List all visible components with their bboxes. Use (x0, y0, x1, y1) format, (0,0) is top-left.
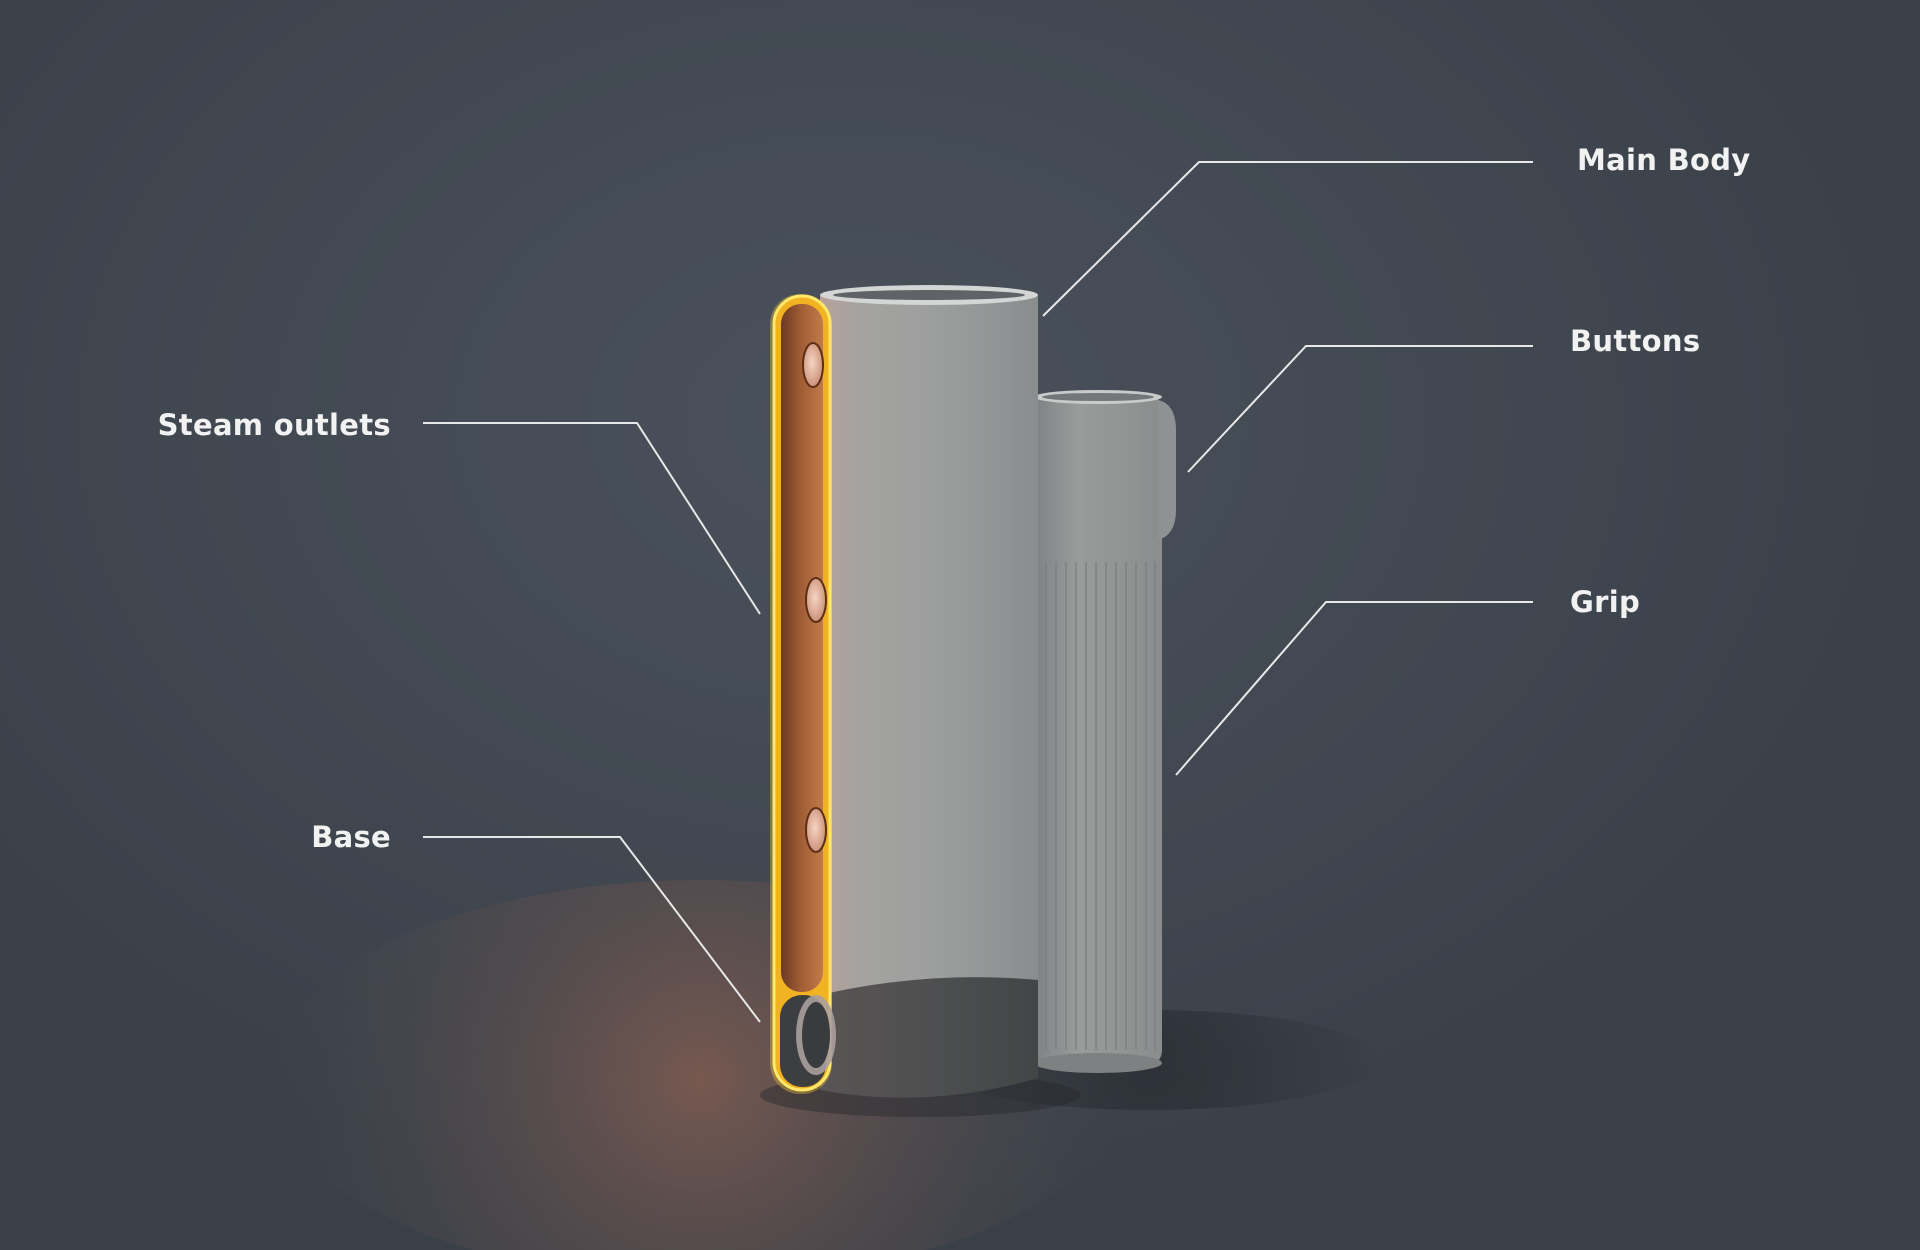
leader-line-main-body (1042, 161, 1533, 317)
steam-outlet (802, 342, 824, 388)
leader-line-base (423, 836, 761, 1023)
label-base: Base (311, 820, 391, 854)
base-part (820, 977, 1038, 1098)
label-grip: Grip (1570, 585, 1641, 619)
steam-panel (770, 294, 836, 1094)
main-body-part (820, 285, 1038, 1012)
label-steam-outlets: Steam outlets (157, 408, 391, 442)
label-main-body: Main Body (1577, 143, 1751, 177)
label-buttons: Buttons (1570, 324, 1701, 358)
steam-outlet (805, 577, 827, 623)
leader-line-steam-outlets (423, 422, 761, 615)
leader-line-grip (1175, 601, 1533, 776)
buttons-part (1158, 400, 1176, 540)
steam-outlet (805, 807, 827, 853)
leader-line-buttons (1187, 345, 1533, 473)
grip-part (1034, 390, 1162, 1073)
